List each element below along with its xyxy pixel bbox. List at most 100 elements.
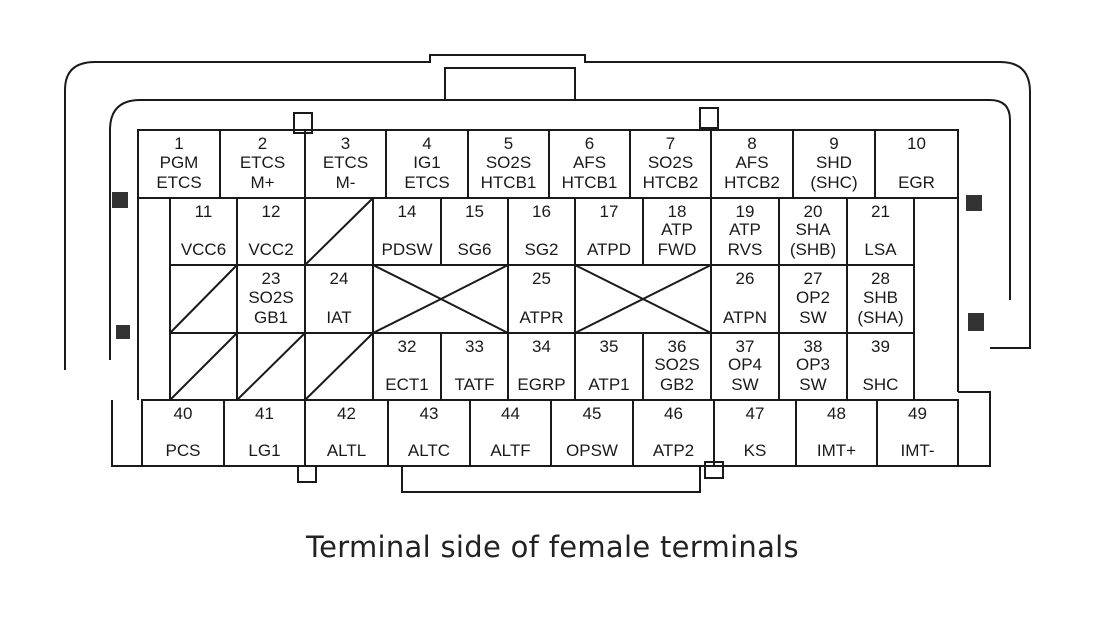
terminal-number: 27 bbox=[804, 269, 823, 288]
terminal-label: OP4 bbox=[728, 355, 762, 374]
terminal-number: 26 bbox=[736, 269, 755, 288]
terminal-label: HTCB1 bbox=[481, 173, 537, 192]
terminal-label: SW bbox=[731, 375, 758, 394]
terminal-label: LG1 bbox=[248, 441, 280, 460]
terminal-label: (SHC) bbox=[810, 173, 857, 192]
terminal-label: ETCS bbox=[404, 173, 449, 192]
terminal-label: AFS bbox=[735, 153, 768, 172]
terminal-number: 24 bbox=[330, 269, 349, 288]
terminal-label: ETCS bbox=[323, 153, 368, 172]
top-tab-left bbox=[293, 112, 313, 134]
terminal-number: 45 bbox=[583, 404, 602, 423]
terminal-number: 42 bbox=[337, 404, 356, 423]
terminal-label: SHC bbox=[863, 375, 899, 394]
terminal-label: OP2 bbox=[796, 288, 830, 307]
blank-slash bbox=[304, 197, 374, 266]
terminal-label: OP3 bbox=[796, 355, 830, 374]
terminal-number: 44 bbox=[501, 404, 520, 423]
terminal-label: SO2S bbox=[486, 153, 531, 172]
lock-square bbox=[966, 195, 982, 211]
terminal-number: 33 bbox=[465, 337, 484, 356]
terminal-cavity bbox=[874, 129, 959, 199]
terminal-number: 4 bbox=[422, 134, 431, 153]
terminal-number: 1 bbox=[174, 134, 183, 153]
terminal-label: PCS bbox=[166, 441, 201, 460]
terminal-label: M- bbox=[336, 173, 356, 192]
terminal-number: 19 bbox=[736, 202, 755, 221]
cross-mark bbox=[438, 264, 509, 334]
terminal-number: 20 bbox=[804, 202, 823, 221]
terminal-number: 23 bbox=[262, 269, 281, 288]
terminal-label: SO2S bbox=[648, 153, 693, 172]
housing-outline bbox=[64, 54, 1031, 370]
terminal-label: RVS bbox=[728, 240, 763, 259]
cross-mark bbox=[372, 264, 444, 334]
terminal-label: OPSW bbox=[566, 441, 618, 460]
terminal-label: PDSW bbox=[382, 240, 433, 259]
terminal-number: 3 bbox=[341, 134, 350, 153]
lock-square bbox=[112, 192, 128, 208]
terminal-label: SHA bbox=[796, 220, 832, 239]
terminal-cavity bbox=[876, 399, 959, 467]
body-lower bbox=[111, 391, 991, 467]
terminal-label: ATPR bbox=[519, 308, 563, 327]
terminal-number: 14 bbox=[398, 202, 417, 221]
terminal-label: M+ bbox=[250, 173, 274, 192]
terminal-label: IMT- bbox=[901, 441, 935, 460]
terminal-label: SG2 bbox=[524, 240, 558, 259]
bottom-key bbox=[401, 466, 701, 493]
terminal-number: 25 bbox=[532, 269, 551, 288]
top-tab-right bbox=[699, 107, 719, 129]
terminal-label: PGM bbox=[160, 153, 199, 172]
terminal-label: ECT1 bbox=[385, 375, 428, 394]
terminal-number: 40 bbox=[174, 404, 193, 423]
terminal-label: ATP2 bbox=[653, 441, 694, 460]
terminal-cavity bbox=[304, 264, 374, 334]
terminal-number: 10 bbox=[907, 134, 926, 153]
terminal-label: KS bbox=[744, 441, 767, 460]
top-latch bbox=[444, 67, 576, 100]
terminal-number: 15 bbox=[465, 202, 484, 221]
terminal-label: HTCB1 bbox=[562, 173, 618, 192]
blank-slash bbox=[304, 332, 374, 401]
terminal-number: 41 bbox=[255, 404, 274, 423]
terminal-number: 16 bbox=[532, 202, 551, 221]
terminal-label: ATP bbox=[729, 220, 761, 239]
terminal-label: ETCS bbox=[240, 153, 285, 172]
terminal-label: HTCB2 bbox=[643, 173, 699, 192]
cross-mark bbox=[640, 264, 712, 334]
terminal-number: 35 bbox=[600, 337, 619, 356]
terminal-number: 2 bbox=[258, 134, 267, 153]
terminal-label: EGR bbox=[898, 173, 935, 192]
terminal-label: HTCB2 bbox=[724, 173, 780, 192]
terminal-label: IMT+ bbox=[817, 441, 856, 460]
terminal-label: AFS bbox=[573, 153, 606, 172]
terminal-number: 37 bbox=[736, 337, 755, 356]
terminal-number: 6 bbox=[585, 134, 594, 153]
terminal-label: IAT bbox=[326, 308, 351, 327]
terminal-label: IG1 bbox=[413, 153, 440, 172]
